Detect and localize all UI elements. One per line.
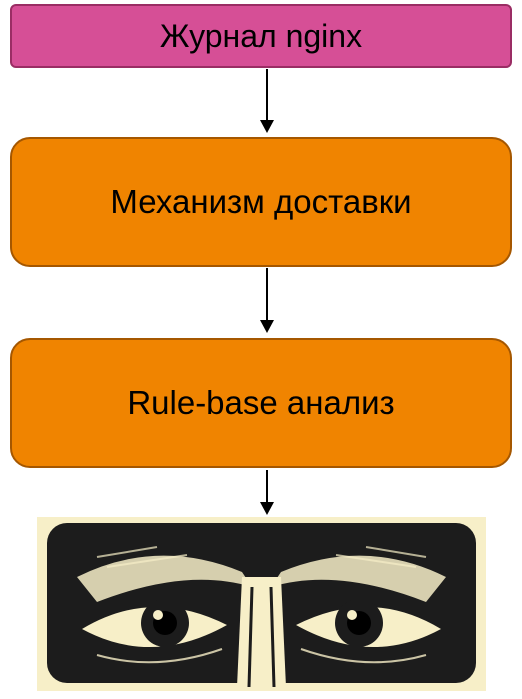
delivery-node: Механизм доставки [10, 137, 512, 267]
source-node-label: Журнал nginx [159, 17, 363, 54]
analysis-node: Rule-base анализ [10, 338, 512, 468]
delivery-node-label: Механизм доставки [110, 183, 412, 220]
watching-eyes-icon [37, 517, 486, 691]
source-node: Журнал nginx [10, 4, 512, 68]
analysis-node-label: Rule-base анализ [127, 384, 395, 421]
